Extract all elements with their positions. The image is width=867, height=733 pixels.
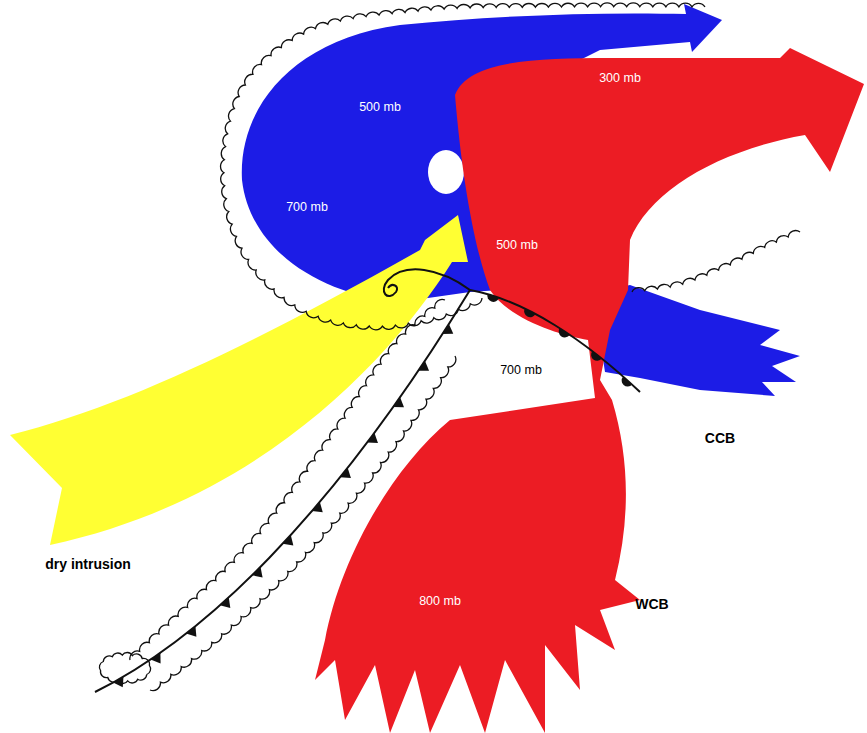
pressure-level: 700 mb — [286, 200, 328, 214]
cold-front-barb — [113, 677, 123, 688]
cold-front-barb — [312, 502, 323, 512]
pressure-level: 500 mb — [359, 100, 401, 114]
text-wrap: WCB — [635, 596, 668, 612]
cold-front-barb — [252, 567, 263, 578]
cloud-edge — [150, 356, 456, 691]
cloud-edge — [99, 652, 150, 683]
band-name: dry intrusion — [45, 556, 131, 572]
wcb-band-shape — [312, 44, 867, 733]
text-wrap: 500 mb — [359, 100, 401, 114]
cloud-edge — [632, 231, 800, 292]
dry-intrusion-arrow: dry intrusion — [6, 210, 472, 550]
cold-front — [95, 290, 470, 692]
cloud-edge — [221, 3, 705, 330]
cold-front-barb — [393, 397, 404, 407]
text-wrap: 700 mb — [500, 363, 542, 377]
band-name: WCB — [635, 596, 668, 612]
dry-intrusion-arrow-fill — [10, 215, 468, 545]
wcb-band: 300 mb 500 mb 800 mb WCB — [312, 44, 867, 733]
cloud-edge — [130, 299, 445, 660]
cold-front-barb — [151, 653, 161, 664]
cold-front-barb — [220, 597, 230, 608]
cold-front-barb — [418, 361, 429, 371]
cold-front-barb — [367, 433, 378, 443]
occluded-front — [384, 269, 470, 296]
cold-front-barb — [186, 626, 196, 637]
dry-intrusion-arrow-shape — [6, 210, 472, 550]
pressure-level: 500 mb — [496, 238, 538, 252]
warm-front-bump — [591, 351, 602, 361]
warm-front-bump — [487, 294, 499, 302]
text-wrap: dry intrusion — [45, 556, 131, 572]
pressure-level: 700 mb — [500, 363, 542, 377]
warm-front — [470, 290, 640, 392]
text-wrap: 300 mb — [599, 71, 641, 85]
text-wrap: 800 mb — [419, 594, 461, 608]
warm-front-bump — [559, 328, 570, 337]
text-wrap: 500 mb — [496, 238, 538, 252]
text-wrap: CCB — [705, 430, 735, 446]
low-centre-eye — [428, 150, 464, 194]
text-wrap: 700 mb — [286, 200, 328, 214]
warm-front-bump — [622, 377, 632, 387]
pressure-level: 800 mb — [419, 594, 461, 608]
wcb-band-fill — [315, 48, 864, 733]
pressure-level: 300 mb — [599, 71, 641, 85]
warm-front-bump — [524, 309, 535, 318]
cold-front-barb — [442, 324, 453, 334]
cold-front-barb — [340, 468, 351, 478]
cold-front-barb — [283, 535, 294, 546]
band-name: CCB — [705, 430, 735, 446]
